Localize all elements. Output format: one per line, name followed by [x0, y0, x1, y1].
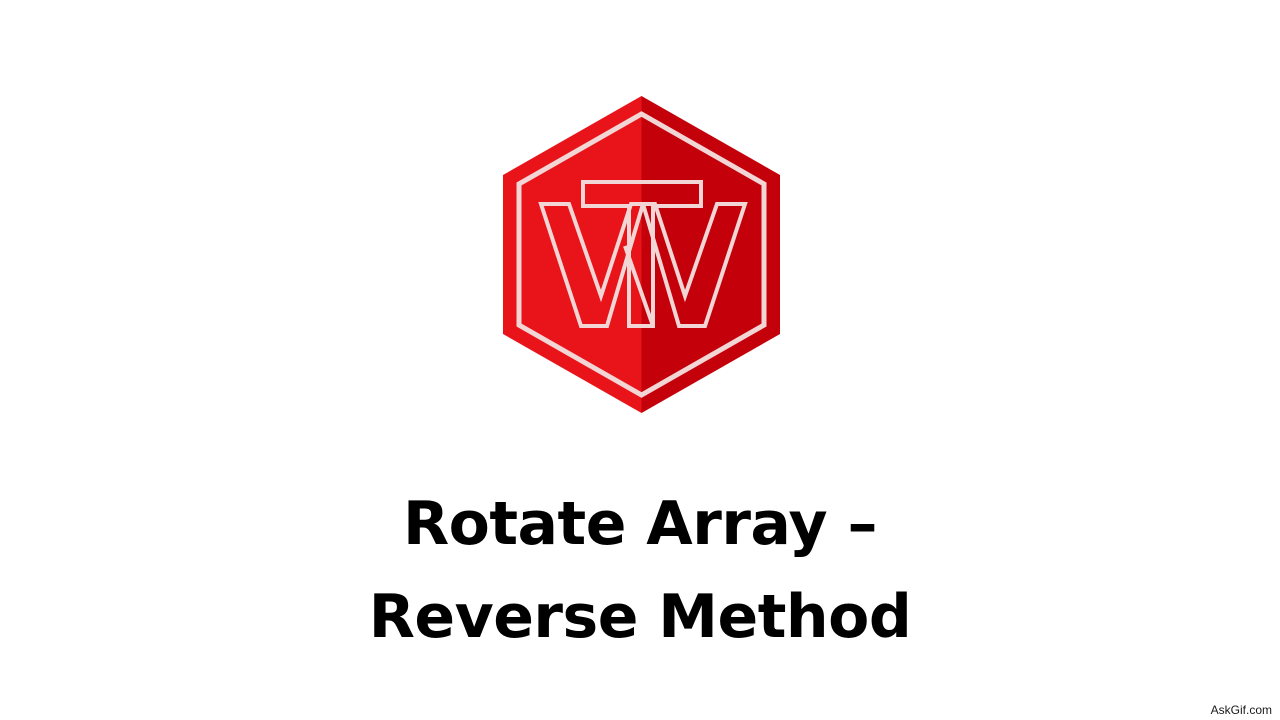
watermark: AskGif.com: [1210, 703, 1272, 717]
logo-letter-diagonal: [623, 245, 655, 327]
logo-inner-hexagon-outline: [516, 111, 767, 398]
logo-graphic: [503, 96, 780, 413]
tw-hexagon-logo-icon: [503, 96, 780, 413]
logo-hexagon-left-half: [503, 96, 642, 413]
title-line-1: Rotate Array –: [402, 489, 878, 559]
title-line-2: Reverse Method: [368, 582, 912, 652]
logo-monogram: [538, 180, 748, 328]
slide-title: Rotate Array – Reverse Method: [0, 478, 1280, 664]
logo-letter-v-right: [640, 202, 748, 328]
logo-hexagon-right-half: [641, 96, 780, 413]
logo-letter-v-left: [538, 202, 646, 328]
